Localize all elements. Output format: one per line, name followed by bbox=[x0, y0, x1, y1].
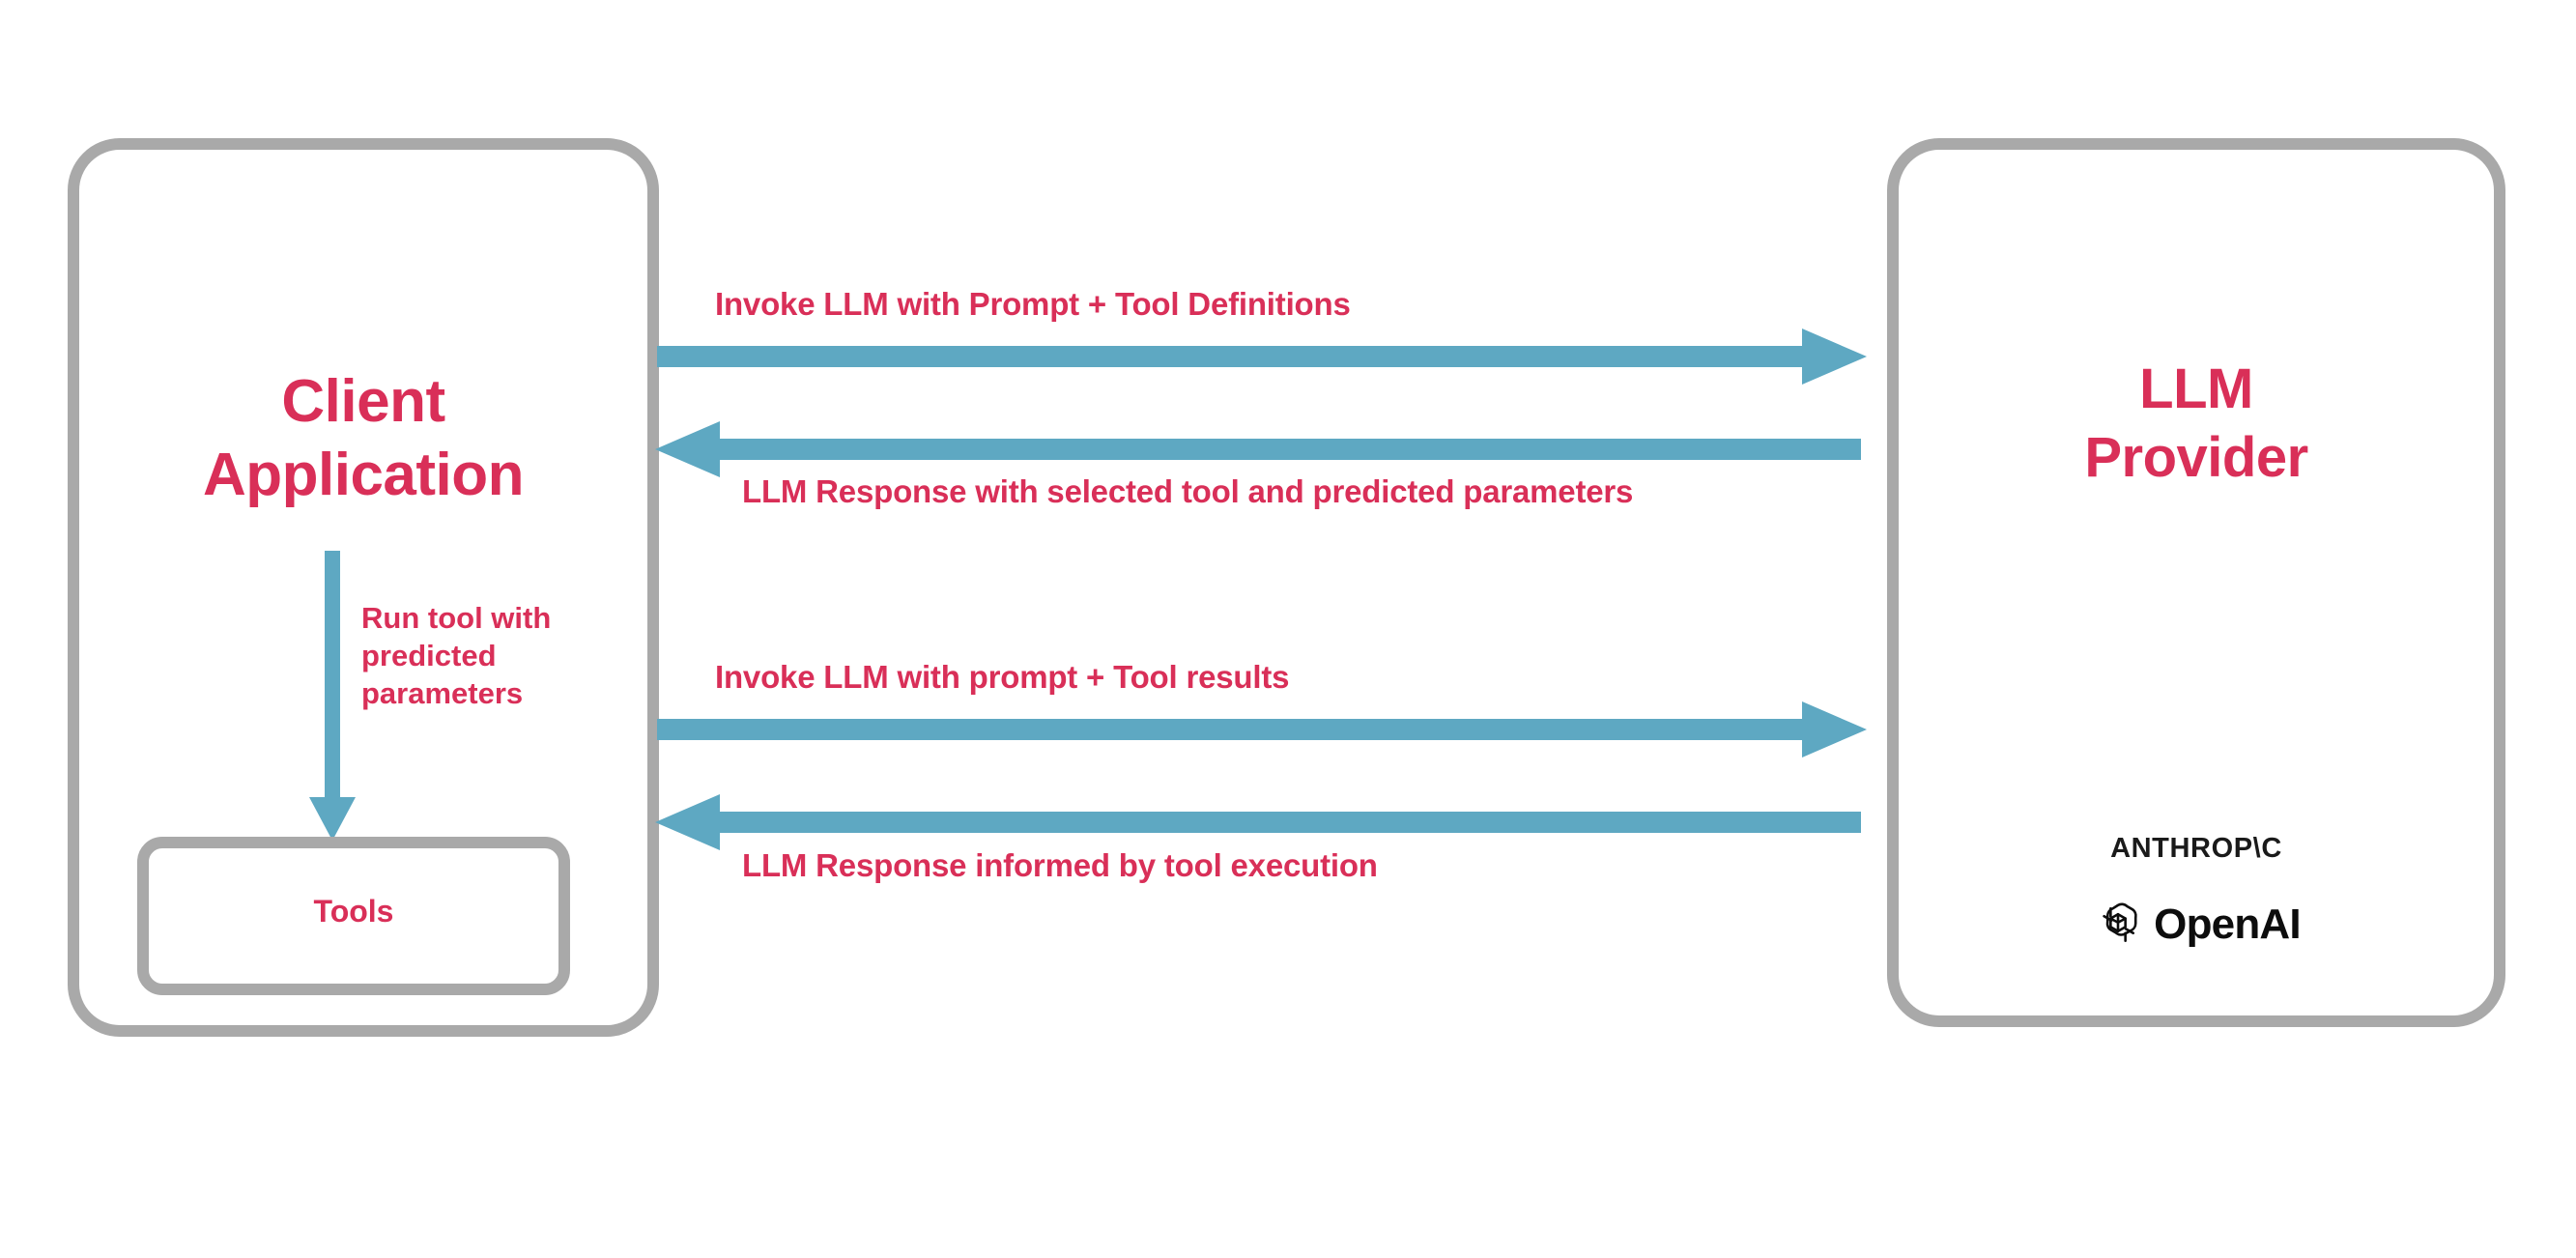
flow-arrow-3-label: Invoke LLM with prompt + Tool results bbox=[715, 659, 1290, 695]
flow-arrow-2-label: LLM Response with selected tool and pred… bbox=[742, 473, 1634, 509]
openai-mark-icon bbox=[2103, 902, 2137, 942]
openai-wordmark: OpenAI bbox=[2154, 901, 2301, 948]
llm-provider-title: LLM Provider bbox=[2084, 357, 2308, 489]
run-tool-arrow bbox=[309, 551, 356, 841]
tools-label: Tools bbox=[313, 894, 394, 929]
tools-box bbox=[137, 837, 570, 995]
llm-provider-box bbox=[1887, 138, 2505, 1027]
openai-logo: OpenAI bbox=[1887, 899, 2505, 951]
flow-arrow-4 bbox=[655, 794, 1861, 850]
flow-arrow-1 bbox=[657, 329, 1867, 385]
flow-arrow-2 bbox=[655, 421, 1861, 477]
flow-arrow-4-label: LLM Response informed by tool execution bbox=[742, 847, 1378, 883]
flow-arrow-1-label: Invoke LLM with Prompt + Tool Definition… bbox=[715, 286, 1351, 322]
run-tool-arrow-label: Run tool with predicted parameters bbox=[361, 601, 552, 711]
client-application-title: Client Application bbox=[202, 368, 525, 508]
flow-arrow-3 bbox=[657, 701, 1867, 758]
anthropic-logo: ANTHROP\C bbox=[2110, 833, 2282, 864]
